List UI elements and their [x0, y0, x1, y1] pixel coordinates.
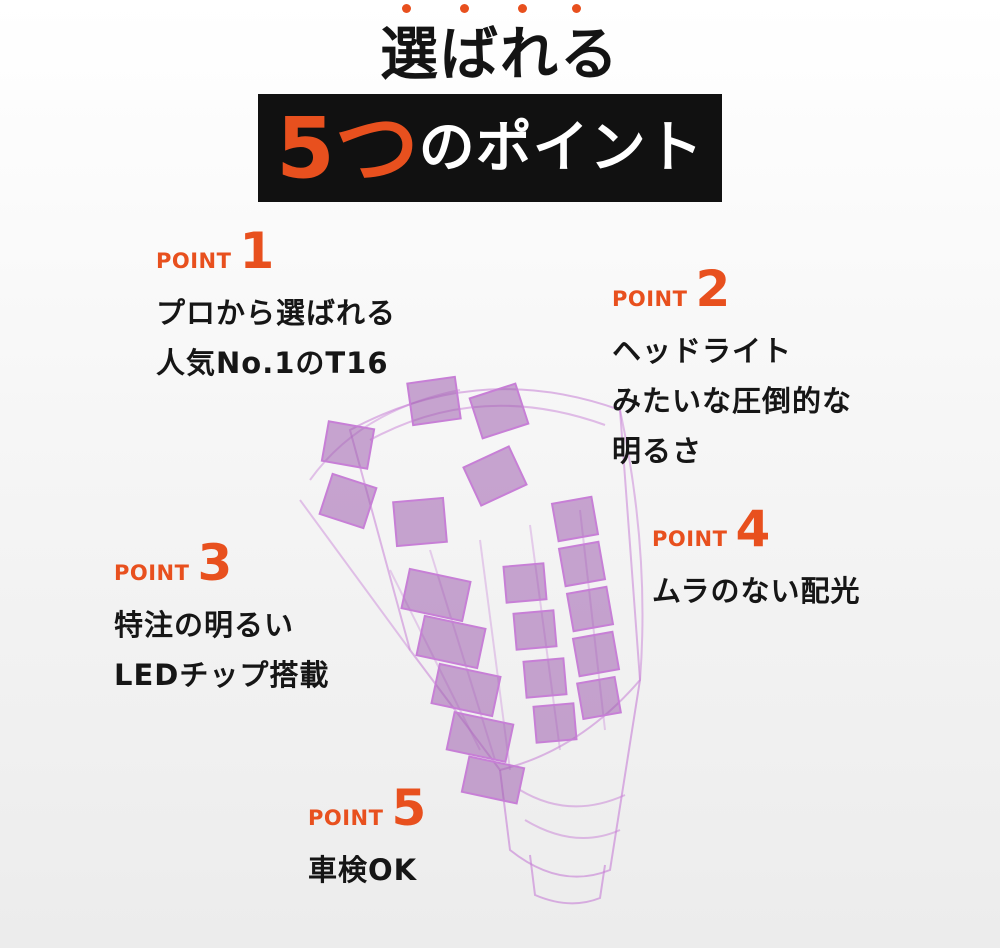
- point-line: みたいな圧倒的な: [612, 384, 853, 418]
- point-label: POINT: [308, 806, 384, 830]
- point-description: 特注の明るい LEDチップ搭載: [114, 600, 329, 700]
- point-number: 2: [695, 260, 731, 318]
- banner-number: 5つ: [276, 99, 419, 198]
- point-description: ヘッドライト みたいな圧倒的な 明るさ: [612, 326, 852, 476]
- point-label: POINT: [652, 527, 728, 551]
- point-description: 車検OK: [308, 845, 426, 895]
- point-label: POINT: [612, 287, 688, 311]
- point-description: プロから選ばれる 人気No.1のT16: [156, 288, 396, 388]
- point-line: プロから選ばれる: [156, 296, 397, 330]
- emphasis-dot: [402, 4, 411, 13]
- point-number: 3: [197, 534, 233, 592]
- points-banner: 5つのポイント: [258, 94, 722, 202]
- point-number: 5: [391, 779, 427, 837]
- point-line: LEDチップ搭載: [114, 658, 330, 692]
- point-line: 明るさ: [612, 434, 703, 468]
- emphasis-dot: [518, 4, 527, 13]
- point-number: 4: [735, 500, 771, 558]
- point-number: 1: [239, 222, 275, 280]
- headline: 選ばれる: [379, 20, 620, 88]
- banner-text: のポイント: [418, 115, 704, 181]
- point-description: ムラのない配光: [652, 566, 861, 616]
- point-line: 特注の明るい: [114, 608, 295, 642]
- point-line: 人気No.1のT16: [156, 346, 389, 380]
- emphasis-dot: [460, 4, 469, 13]
- point-line: ヘッドライト: [612, 334, 793, 368]
- point-label: POINT: [114, 561, 190, 585]
- led-bulb-illustration: [299, 375, 644, 905]
- emphasis-dot: [572, 4, 581, 13]
- point-line: 車検OK: [308, 853, 418, 887]
- emphasis-dots: [400, 4, 590, 16]
- point-label: POINT: [156, 249, 232, 273]
- point-line: ムラのない配光: [652, 574, 861, 608]
